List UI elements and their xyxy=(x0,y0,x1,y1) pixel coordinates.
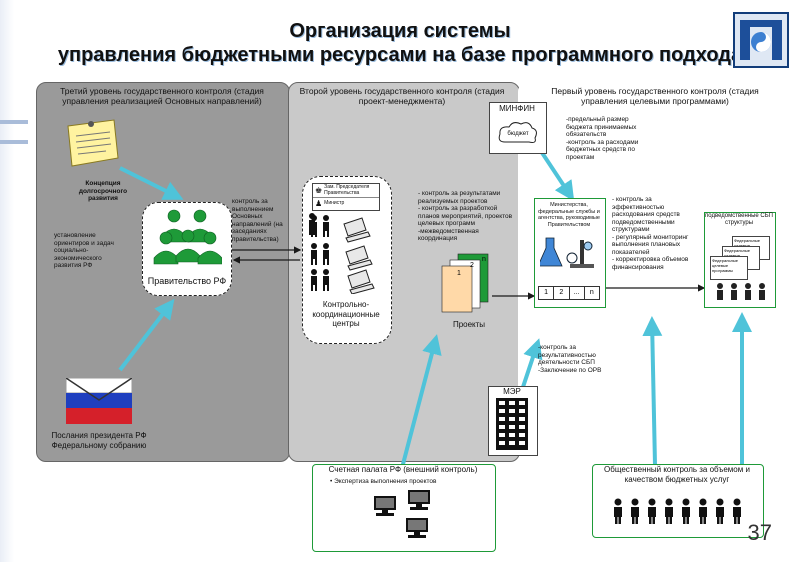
ministry-cell: ... xyxy=(569,286,585,300)
minister-icon: ♟ xyxy=(315,199,323,209)
mer-text: -контроль за результативностью деятельно… xyxy=(538,344,602,374)
bullet-icon: • xyxy=(330,478,335,485)
ministry-cell: 2 xyxy=(554,286,570,300)
audit-chamber-label: Счетная палата РФ (внешний контроль) xyxy=(328,465,478,474)
concept-label: Концепция долгосрочного развития xyxy=(78,180,128,202)
russian-flag-envelope-icon xyxy=(66,378,132,424)
legend-deputy-label: Зам. Председателя Правительства xyxy=(324,184,370,196)
deputy-icon: ♚ xyxy=(315,185,323,195)
centers-label: Контрольно-координационные центры xyxy=(312,300,380,328)
page-title: Организация системы xyxy=(289,20,511,42)
audit-chamber-box xyxy=(312,464,496,552)
public-people-icon xyxy=(612,498,748,524)
sbp-doc: Федеральные целевые программы xyxy=(710,256,748,280)
sbp-label: подведомственные СБП структуры xyxy=(705,213,773,226)
first-level-heading: Первый уровень государственного контроля… xyxy=(551,86,759,106)
staff-computers-icon xyxy=(308,212,384,294)
decorative-line xyxy=(0,120,28,124)
logo-icon xyxy=(733,12,789,68)
minfin-text: -предельный размер бюджета принимаемых о… xyxy=(566,116,639,161)
project-doc-1: 1 xyxy=(457,270,461,277)
audit-item: • Экспертиза выполнения проектов xyxy=(330,478,490,486)
ministries-numbers: 1 2 ... n xyxy=(538,286,600,300)
audit-computers-icon xyxy=(372,488,432,546)
people-legend: ♚ Зам. Председателя Правительства ♟ Мини… xyxy=(312,183,380,211)
building-icon xyxy=(496,398,528,450)
ministry-cell: 1 xyxy=(538,286,555,300)
budget-cloud-icon xyxy=(497,120,539,146)
page-number: 37 xyxy=(747,520,772,545)
lab-equipment-icon xyxy=(540,234,598,274)
minfin-label: МИНФИН xyxy=(499,104,535,113)
page-subtitle: управления бюджетными ресурсами на базе … xyxy=(57,44,743,66)
middle-control-text: - контроль за результатами реализуемых п… xyxy=(418,190,513,242)
government-control-text: контроль за выполнением Основных направл… xyxy=(232,198,283,243)
projects-label: Проекты xyxy=(452,320,486,329)
ministries-label: Министерства, федеральные службы и агент… xyxy=(538,202,600,228)
public-control-label: Общественный контроль за объемом и качес… xyxy=(604,465,750,484)
setting-text: установление ориентиров и задач социальн… xyxy=(54,232,114,269)
decorative-line xyxy=(0,140,28,144)
sticky-note-icon xyxy=(62,118,120,170)
sbp-people-icon xyxy=(714,282,770,302)
audit-item-text: Экспертиза выполнения проектов xyxy=(334,478,437,485)
legend-minister-label: Министр xyxy=(324,200,345,207)
mer-label: МЭР xyxy=(503,387,521,396)
government-label: Правительство РФ xyxy=(147,276,227,286)
government-people-icon xyxy=(152,208,222,270)
project-doc-n: n xyxy=(482,256,486,263)
budget-label: бюджет xyxy=(507,131,529,137)
third-level-heading: Третий уровень государственного контроля… xyxy=(60,86,264,106)
president-address-label: Послания президента РФ Федеральному собр… xyxy=(51,431,147,450)
project-doc-2: 2 xyxy=(470,262,474,269)
first-level-control-text: - контроль за эффективностью расходовани… xyxy=(612,196,689,271)
second-level-heading: Второй уровень государственного контроля… xyxy=(299,86,505,106)
projects-documents-icon xyxy=(440,250,494,314)
ministry-cell: n xyxy=(584,286,600,300)
